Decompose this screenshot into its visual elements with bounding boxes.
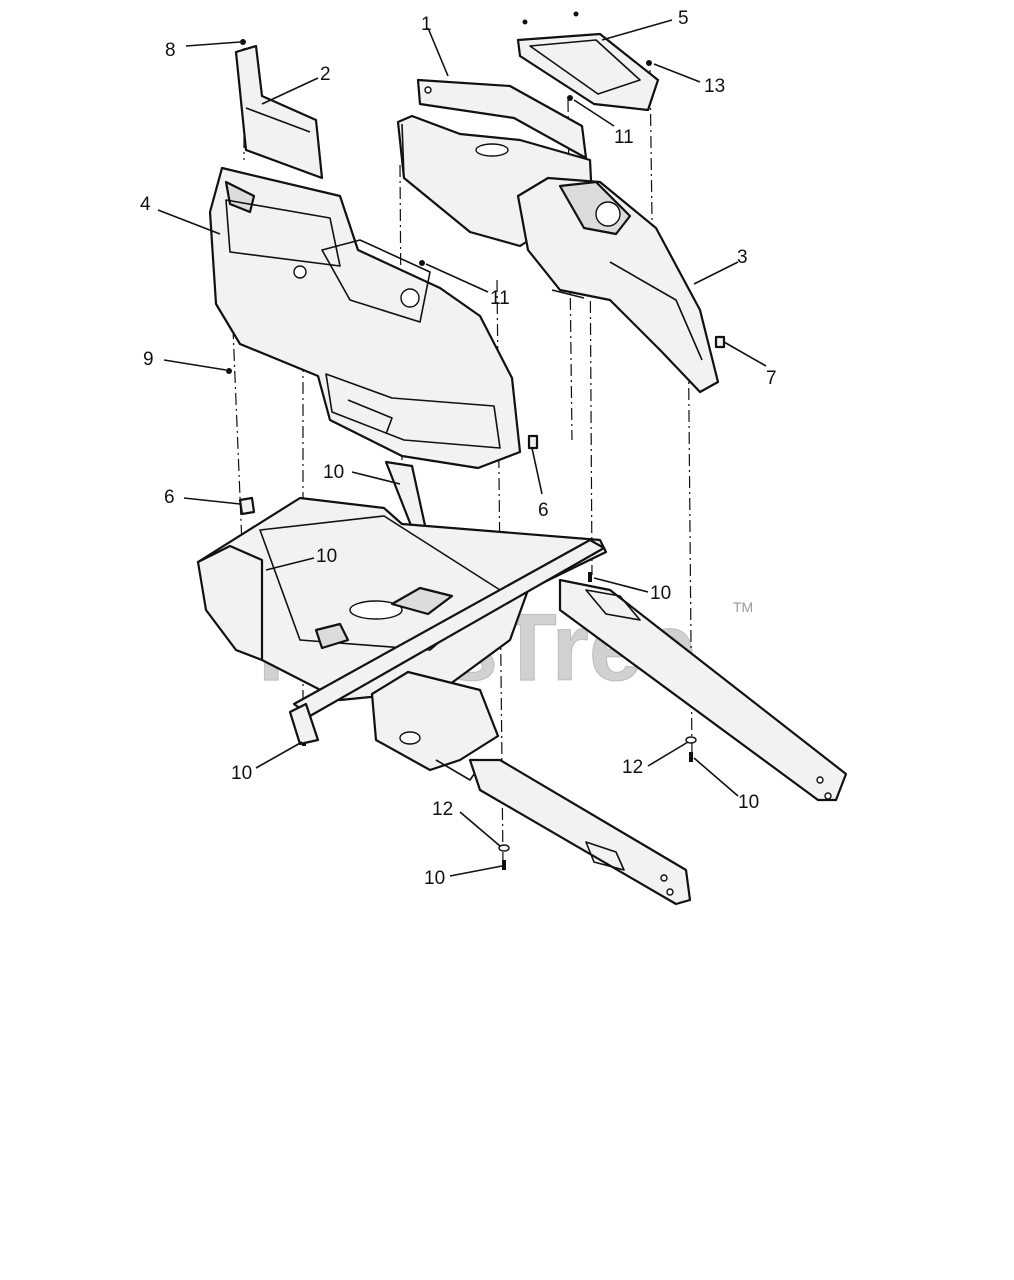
callout-10-pan: 10 — [316, 546, 337, 567]
chassis-frame — [196, 460, 848, 906]
callout-11-lower: 11 — [490, 288, 510, 309]
callout-10-rail: 10 — [650, 583, 671, 604]
callout-9: 9 — [143, 349, 154, 370]
part-5-cup-tray — [516, 11, 660, 112]
callout-6: 6 — [164, 487, 175, 508]
callout-10-bottom: 10 — [424, 868, 445, 889]
callout-12-right: 12 — [622, 757, 643, 778]
callout-7-center: 6 — [538, 500, 549, 521]
callout-2: 2 — [320, 64, 331, 85]
callout-3: 3 — [737, 247, 748, 268]
callout-4: 4 — [140, 194, 151, 215]
callout-10-bracket: 10 — [323, 462, 344, 483]
callout-10-right: 10 — [738, 792, 759, 813]
part-3-right-console — [516, 176, 720, 394]
part-4-dash-panel — [208, 166, 522, 470]
callout-11-upper: 11 — [614, 127, 634, 148]
callout-12-center: 12 — [432, 799, 453, 820]
watermark-trademark: TM — [733, 599, 753, 615]
callout-13: 13 — [704, 76, 725, 97]
callout-10-front-left: 10 — [231, 763, 252, 784]
callout-7-right: 7 — [766, 368, 777, 389]
callout-1: 1 — [421, 14, 432, 35]
part-2-side-panel — [234, 44, 324, 180]
leader-lines — [157, 19, 767, 877]
callout-5: 5 — [678, 8, 689, 29]
fasteners — [226, 39, 726, 870]
callout-labels: 8 2 1 5 13 11 11 4 3 7 6 9 6 10 10 10 10… — [140, 8, 777, 889]
callout-8: 8 — [165, 40, 176, 61]
